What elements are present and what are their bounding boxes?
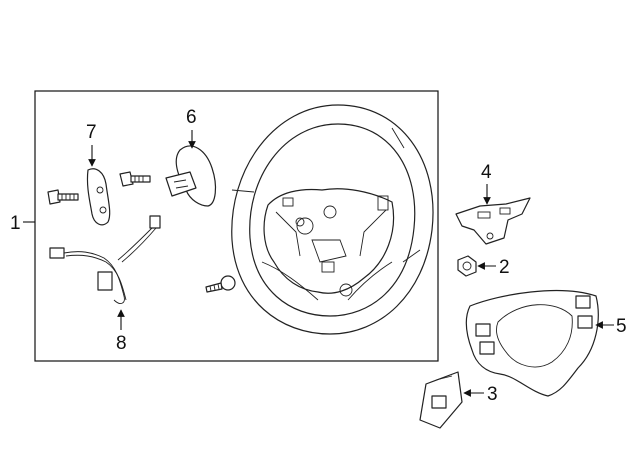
nut-2[interactable] — [457, 255, 477, 277]
bezel-cover-5[interactable] — [465, 289, 599, 397]
callout-1[interactable]: 1 — [10, 213, 21, 234]
callout-5[interactable]: 5 — [616, 316, 627, 337]
bolt-lower[interactable] — [205, 275, 236, 293]
bolt-center[interactable] — [119, 171, 151, 187]
wire-harness-8[interactable] — [49, 215, 161, 304]
paddle-lever-7[interactable] — [86, 168, 111, 226]
callout-2[interactable]: 2 — [499, 257, 510, 278]
switch-3[interactable] — [419, 371, 463, 429]
bolt-left[interactable] — [47, 189, 79, 205]
callout-3[interactable]: 3 — [487, 384, 498, 405]
steering-wheel[interactable] — [231, 104, 434, 335]
callout-8[interactable]: 8 — [116, 333, 127, 354]
assembly-frame — [34, 90, 439, 362]
callout-7[interactable]: 7 — [86, 122, 97, 143]
callout-6[interactable]: 6 — [186, 107, 197, 128]
callout-4[interactable]: 4 — [481, 162, 492, 183]
bracket-4[interactable] — [455, 197, 531, 245]
paddle-switch-6[interactable] — [165, 145, 217, 207]
